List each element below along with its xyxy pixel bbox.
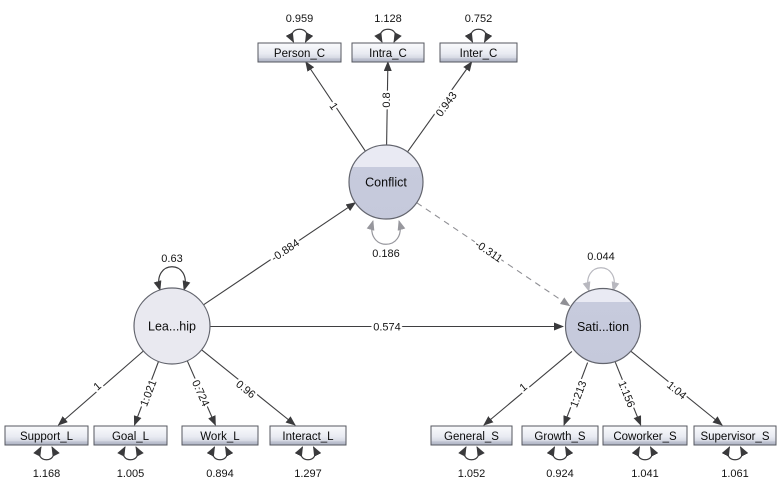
loading-path-conflict-person-c[interactable] <box>305 61 366 152</box>
latent-label-satisfaction: Sati...tion <box>577 320 629 334</box>
indicator-box-growth-s[interactable] <box>521 425 599 446</box>
indicator-label-supervisor-s: Supervisor_S <box>700 431 769 443</box>
error-value-intra-c: 1.128 <box>374 13 402 25</box>
error-value-support-l: 1.168 <box>33 468 61 480</box>
latent-circle-leadership[interactable] <box>133 287 211 365</box>
indicator-label-coworker-s: Coworker_S <box>613 431 677 443</box>
loading-value-intra-c: 0.8 <box>381 92 393 107</box>
error-loop-interact-l[interactable] <box>294 446 322 461</box>
indicator-label-inter-c: Inter_C <box>460 48 498 60</box>
error-loop-general-s[interactable] <box>458 446 485 461</box>
indicator-box-intra-c[interactable] <box>351 42 425 63</box>
latent-circle-satisfaction[interactable] <box>564 287 642 365</box>
error-value-supervisor-s: 1.061 <box>721 468 749 480</box>
error-loop-supervisor-s[interactable] <box>721 446 749 461</box>
error-value-goal-l: 1.005 <box>117 468 145 480</box>
loading-path-leadership-support-l[interactable] <box>57 350 144 426</box>
latent-label-leadership: Lea...hip <box>148 320 196 334</box>
indicator-box-supervisor-s[interactable] <box>693 425 777 446</box>
error-value-inter-c: 0.752 <box>465 13 493 25</box>
variance-loop-conflict[interactable] <box>366 220 406 245</box>
loading-value-goal-l: 1.021 <box>138 378 159 408</box>
loading-path-leadership-goal-l[interactable] <box>133 361 160 426</box>
indicator-label-growth-s: Growth_S <box>534 431 585 443</box>
path-value-leadership-conflict: -0.884 <box>269 237 302 264</box>
error-loop-goal-l[interactable] <box>117 446 144 461</box>
indicator-box-goal-l[interactable] <box>93 425 168 446</box>
indicator-label-goal-l: Goal_L <box>112 431 150 443</box>
indicator-box-coworker-s[interactable] <box>602 425 688 446</box>
error-value-work-l: 0.894 <box>206 468 234 480</box>
indicator-box-interact-l[interactable] <box>269 425 347 446</box>
loading-value-coworker-s: 1.156 <box>615 379 636 409</box>
loading-path-satisfaction-growth-s[interactable] <box>563 362 589 426</box>
error-loop-support-l[interactable] <box>33 446 60 461</box>
error-value-growth-s: 0.924 <box>546 468 574 480</box>
error-loop-growth-s[interactable] <box>546 446 574 461</box>
indicator-label-work-l: Work_L <box>200 431 240 443</box>
loading-path-conflict-intra-c[interactable] <box>383 61 392 146</box>
variance-value-leadership: 0.63 <box>161 253 182 265</box>
path-value-conflict-satisfaction: -0.311 <box>472 238 504 265</box>
indicator-box-person-c[interactable] <box>257 42 342 63</box>
error-value-general-s: 1.052 <box>458 468 486 480</box>
error-value-interact-l: 1.297 <box>294 468 322 480</box>
loading-value-supervisor-s: 1.04 <box>664 379 688 402</box>
latent-circle-conflict[interactable] <box>348 144 424 220</box>
loading-value-inter-c: 0.943 <box>434 90 460 119</box>
error-loop-inter-c[interactable] <box>464 28 493 43</box>
loading-path-satisfaction-coworker-s[interactable] <box>614 361 642 426</box>
error-loop-coworker-s[interactable] <box>631 446 659 461</box>
loading-path-leadership-work-l[interactable] <box>186 360 216 426</box>
indicator-label-person-c: Person_C <box>274 48 325 60</box>
loading-value-growth-s: 1.213 <box>568 379 589 409</box>
variance-value-satisfaction: 0.044 <box>587 251 615 263</box>
variance-loop-leadership[interactable] <box>153 266 191 291</box>
loading-value-work-l: 0.724 <box>189 378 211 408</box>
variance-value-conflict: 0.186 <box>372 248 400 260</box>
structural-path-conflict-satisfaction[interactable] <box>416 202 571 307</box>
indicator-label-intra-c: Intra_C <box>369 48 407 60</box>
loading-value-interact-l: 0.96 <box>233 378 257 401</box>
error-value-person-c: 0.959 <box>286 13 314 25</box>
indicator-box-general-s[interactable] <box>430 425 513 446</box>
path-value-leadership-satisfaction: 0.574 <box>373 322 401 334</box>
structural-path-leadership-conflict[interactable] <box>203 202 357 306</box>
indicator-box-support-l[interactable] <box>4 425 89 446</box>
indicator-box-inter-c[interactable] <box>439 42 518 63</box>
indicator-label-general-s: General_S <box>444 431 499 443</box>
loading-path-satisfaction-supervisor-s[interactable] <box>630 350 723 426</box>
error-value-coworker-s: 1.041 <box>631 468 659 480</box>
loading-path-satisfaction-general-s[interactable] <box>483 350 573 426</box>
latent-label-conflict: Conflict <box>365 176 407 190</box>
variance-loop-satisfaction[interactable] <box>582 267 620 292</box>
indicator-label-interact-l: Interact_L <box>282 431 334 443</box>
loading-path-conflict-inter-c[interactable] <box>407 61 473 153</box>
indicator-label-support-l: Support_L <box>20 431 74 443</box>
loading-path-leadership-interact-l[interactable] <box>201 349 296 426</box>
error-loop-intra-c[interactable] <box>374 28 402 43</box>
indicator-box-work-l[interactable] <box>181 425 259 446</box>
error-loop-person-c[interactable] <box>285 28 314 43</box>
error-loop-work-l[interactable] <box>206 446 234 461</box>
